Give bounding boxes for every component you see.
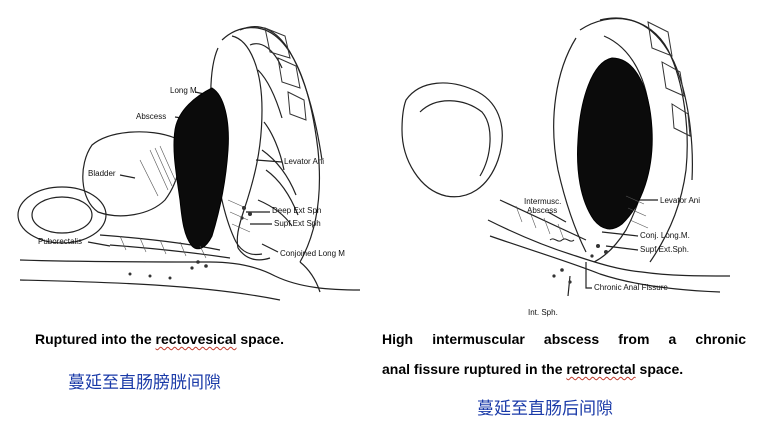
left-caption-underlined: rectovesical (155, 331, 237, 347)
label-conj-long-m: Conj. Long.M. (640, 231, 690, 240)
label-levator-ani-left: Levator Ani (284, 157, 325, 166)
label-intermusc-abscess: Abscess (527, 206, 558, 215)
label-conjoined-long-m: Conjoined Long M (280, 249, 345, 258)
rectum-wall-right (553, 37, 587, 253)
label-bladder: Bladder (88, 169, 116, 178)
bladder-outline (82, 131, 181, 217)
right-anatomy-diagram (401, 17, 731, 297)
label-deep-ext-sph: Deep Ext Sph (272, 206, 322, 215)
right-caption-line1: High intermuscular abscess from a chroni… (382, 331, 746, 347)
label-long-m: Long M (170, 86, 197, 95)
label-puborectalis: Puborectalis (38, 237, 83, 246)
label-int-sph: Int. Sph. (528, 308, 558, 317)
bladder-outline-right (401, 82, 503, 198)
intermuscular-abscess (577, 57, 653, 230)
abscess-mass (173, 87, 229, 250)
pubic-bone (17, 186, 107, 244)
label-intermusc: Intermusc. (524, 197, 562, 206)
label-supf-ext-sph-left: Supf Ext Sph (274, 219, 321, 228)
right-caption-line2: anal fissure ruptured in the retrorectal… (382, 361, 684, 377)
left-caption-zh: 蔓延至直肠膀胱间隙 (68, 373, 221, 393)
left-caption: Ruptured into the rectovesical space. (35, 331, 284, 347)
right-caption-zh: 蔓延至直肠后间隙 (477, 399, 613, 419)
right-caption-underlined: retrorectal (566, 361, 636, 377)
left-anatomy-diagram (17, 26, 361, 301)
label-abscess-left: Abscess (136, 112, 167, 121)
label-levator-ani-right: Levator Ani (660, 196, 701, 205)
label-chronic-anal-fissure: Chronic Anal Fissure (594, 283, 668, 292)
label-supf-ext-sph-right: Supf Ext.Sph. (640, 245, 689, 254)
